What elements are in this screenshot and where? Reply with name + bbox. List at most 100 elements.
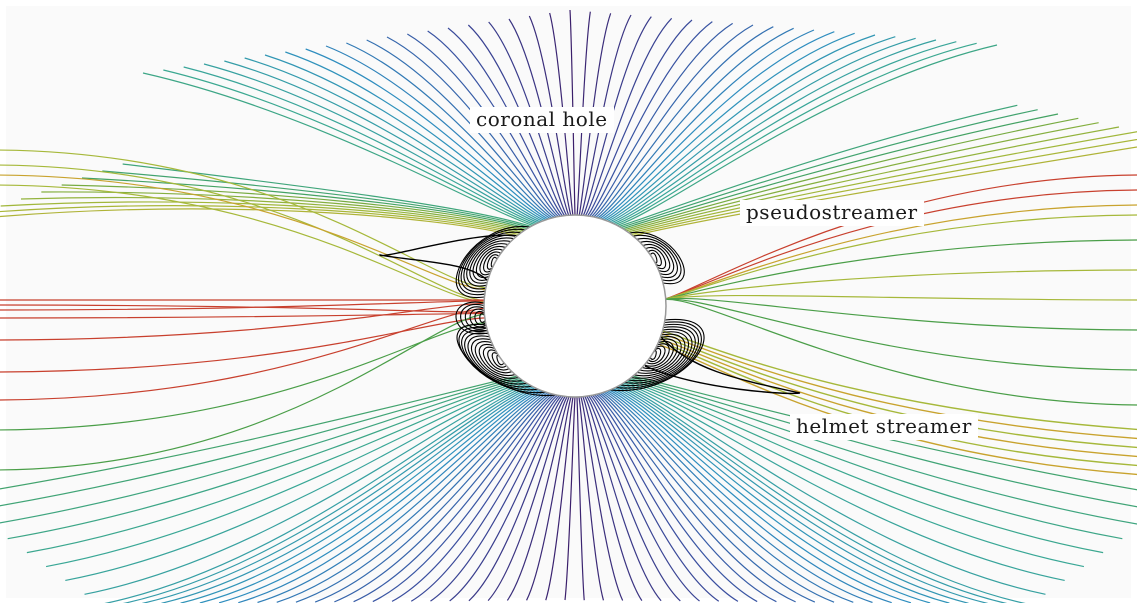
south-open-line <box>487 396 568 602</box>
closed-loop <box>455 301 489 335</box>
south-open-line <box>578 396 605 601</box>
south-open-line <box>238 390 543 603</box>
closed-loop <box>479 248 504 276</box>
north-open-line <box>584 17 673 216</box>
right-open-line <box>661 294 1137 301</box>
closed-loop <box>646 345 666 365</box>
south-open-line <box>84 383 529 595</box>
closed-loop <box>645 246 667 270</box>
south-open-line <box>624 381 1085 568</box>
closed-loop <box>624 326 696 384</box>
closed-loop <box>467 335 528 385</box>
south-open-line <box>449 395 564 602</box>
north-open-line <box>81 177 528 230</box>
closed-loop <box>615 321 702 389</box>
south-open-line <box>609 389 912 603</box>
south-open-line <box>619 384 1026 603</box>
south-open-line <box>564 396 576 601</box>
south-open-line <box>430 395 562 602</box>
north-open-line <box>264 54 545 221</box>
south-open-line <box>276 391 547 603</box>
south-open-line <box>594 394 758 603</box>
south-open-line <box>122 385 532 603</box>
south-open-line <box>468 396 566 602</box>
closed-loop <box>644 335 801 395</box>
south-open-line <box>628 379 1123 540</box>
closed-loop <box>460 231 521 293</box>
left-open-line <box>0 321 491 431</box>
closed-loop <box>629 231 685 285</box>
left-open-line <box>0 300 491 311</box>
right-open-line <box>661 298 1137 406</box>
south-open-line <box>601 392 835 603</box>
closed-loop <box>487 349 510 371</box>
closed-loop <box>456 324 557 396</box>
north-open-line <box>622 113 1059 230</box>
south-open-line <box>603 391 854 603</box>
north-open-line <box>597 27 794 219</box>
north-open-line <box>618 104 1018 228</box>
north-open-line <box>0 205 519 236</box>
north-open-line <box>163 69 535 226</box>
closed-loop <box>642 243 671 273</box>
south-open-line <box>614 387 969 603</box>
north-open-line <box>609 37 916 223</box>
left-open-line <box>0 302 491 341</box>
closed-loop <box>460 303 488 333</box>
closed-loop <box>474 341 519 379</box>
closed-loop <box>464 306 487 330</box>
south-open-line <box>0 377 521 524</box>
closed-loop <box>478 343 516 377</box>
closed-loop <box>379 234 516 282</box>
closed-loop <box>644 343 670 367</box>
south-open-line <box>599 392 816 603</box>
north-open-line <box>386 36 557 218</box>
closed-loop <box>475 245 506 279</box>
north-open-line <box>224 60 541 223</box>
north-open-line <box>285 51 547 221</box>
south-open-line <box>26 380 524 554</box>
south-open-line <box>506 396 570 601</box>
south-open-line <box>180 388 538 603</box>
north-open-line <box>305 48 549 220</box>
left-open-line <box>0 149 491 289</box>
closed-loop <box>479 313 486 323</box>
south-open-line <box>334 393 552 603</box>
left-open-line <box>0 174 491 291</box>
closed-loop <box>469 308 487 328</box>
north-open-line <box>607 36 896 222</box>
left-open-line <box>0 184 491 304</box>
north-open-line <box>629 131 1137 234</box>
closed-loop <box>627 328 693 382</box>
south-open-line <box>257 391 545 603</box>
coronal-hole-label: coronal hole <box>470 107 614 133</box>
south-open-line <box>295 392 549 603</box>
right-open-line <box>661 189 1137 301</box>
closed-loop <box>474 310 486 326</box>
closed-loop <box>482 346 513 374</box>
south-open-line <box>592 394 739 602</box>
left-open-line <box>0 313 491 471</box>
south-open-line <box>526 396 572 601</box>
closed-loop <box>631 331 690 379</box>
south-open-line <box>104 384 531 603</box>
north-open-line <box>631 138 1137 236</box>
north-open-line <box>591 22 733 217</box>
south-open-line <box>45 381 526 568</box>
closed-loop <box>463 234 518 290</box>
north-open-line <box>61 184 526 231</box>
north-open-line <box>615 42 977 226</box>
north-open-line <box>599 29 815 219</box>
south-open-line <box>0 376 519 507</box>
closed-loop <box>466 237 514 287</box>
south-open-line <box>616 386 988 603</box>
right-open-line <box>661 269 1137 301</box>
closed-field-loops <box>379 226 801 396</box>
north-open-line <box>41 191 524 232</box>
south-open-line <box>623 382 1065 582</box>
closed-loop <box>491 352 507 368</box>
right-open-line <box>661 298 1137 371</box>
closed-loop <box>637 336 682 374</box>
helmet-streamer-label: helmet streamer <box>790 414 978 440</box>
